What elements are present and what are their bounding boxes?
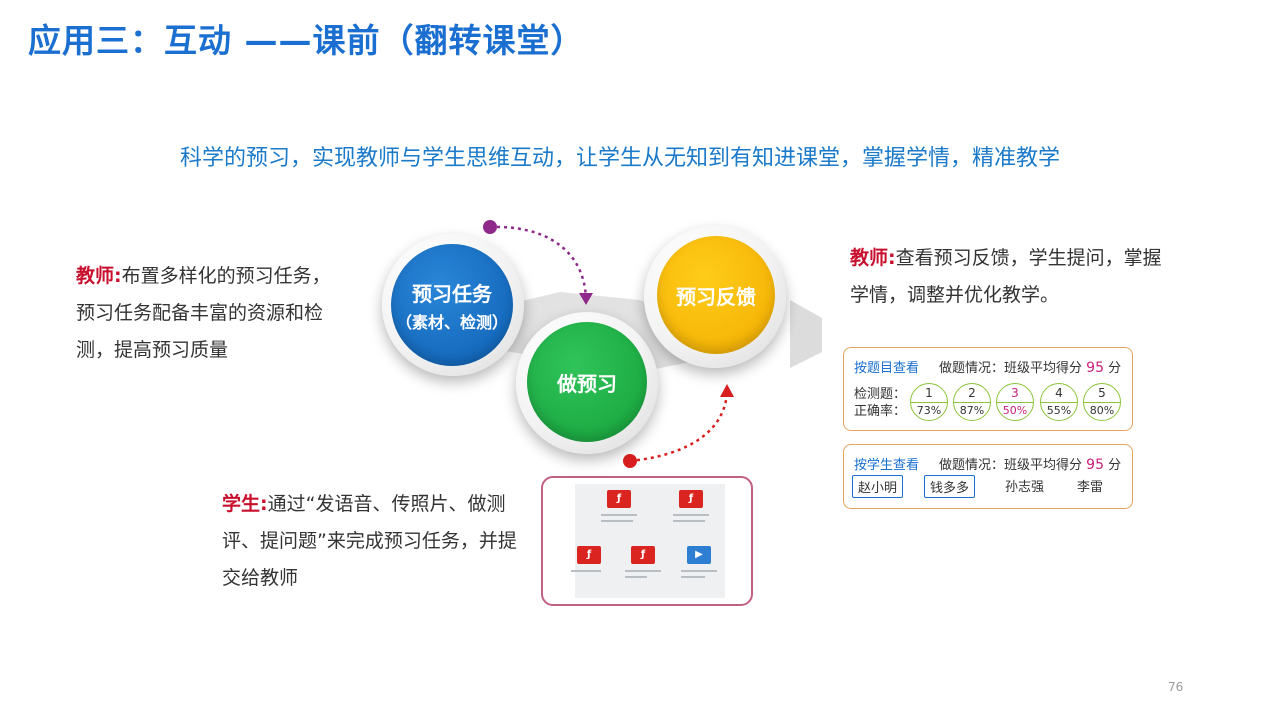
student-body: 通过“发语音、传照片、做测评、提问题”来完成预习任务，并提交给教师 xyxy=(222,493,517,589)
preview-task-sublabel: （素材、检测） xyxy=(395,312,508,332)
flash-resource-icon: ƒ xyxy=(577,546,601,564)
by-student-info-label: 做题情况：班级平均得分 xyxy=(939,458,1083,473)
app-screenshot: ƒ ƒ ƒ ƒ ▶ xyxy=(571,484,725,598)
by-question-score: 95 xyxy=(1086,360,1104,376)
arrow-task-to-do xyxy=(489,225,588,301)
question-number: 3 xyxy=(1011,386,1019,400)
question-rate: 50% xyxy=(1002,404,1028,417)
slide-subtitle: 科学的预习，实现教师与学生思维互动，让学生从无知到有知进课堂，掌握学情，精准教学 xyxy=(179,146,1060,171)
teacher-role-label-2: 教师: xyxy=(850,247,896,269)
question-circle[interactable]: 1 73% xyxy=(910,383,948,421)
by-student-unit: 分 xyxy=(1108,458,1122,473)
student-role-label: 学生: xyxy=(222,493,268,515)
by-student-tab[interactable]: 按学生查看 xyxy=(854,458,920,473)
by-student-panel: 按学生查看 做题情况：班级平均得分 95 分 赵小明 钱多多 孙志强 李雷 xyxy=(843,444,1133,509)
question-rate: 80% xyxy=(1089,404,1115,417)
question-number: 5 xyxy=(1098,386,1106,400)
connector-tail xyxy=(790,300,822,368)
by-question-info-label: 做题情况：班级平均得分 xyxy=(939,361,1083,376)
question-rate: 87% xyxy=(959,404,985,417)
flash-resource-icon: ƒ xyxy=(631,546,655,564)
circle-preview-feedback: 预习反馈 xyxy=(657,236,775,354)
app-screenshot-frame: ƒ ƒ ƒ ƒ ▶ xyxy=(541,476,753,606)
arrow-head-purple xyxy=(579,293,593,305)
teacher-task-text: 教师:布置多样化的预习任务，预习任务配备丰富的资源和检测，提高预习质量 xyxy=(76,258,338,369)
question-circle[interactable]: 2 87% xyxy=(953,383,991,421)
by-student-score: 95 xyxy=(1086,457,1104,473)
by-question-tab[interactable]: 按题目查看 xyxy=(854,361,920,376)
preview-feedback-label: 预习反馈 xyxy=(676,284,756,309)
teacher-feedback-text: 教师:查看预习反馈，学生提问，掌握学情，调整并优化教学。 xyxy=(850,240,1180,314)
page-number: 76 xyxy=(1168,680,1184,694)
question-rate: 55% xyxy=(1046,404,1072,417)
arrow-start-dot-purple xyxy=(483,220,497,234)
teacher-role-label: 教师: xyxy=(76,265,122,287)
question-circle[interactable]: 3 50% xyxy=(996,383,1034,421)
by-question-unit: 分 xyxy=(1108,361,1122,376)
arrow-head-red xyxy=(720,384,734,397)
question-number: 1 xyxy=(925,386,933,400)
by-question-panel: 按题目查看 做题情况：班级平均得分 95 分 检测题： 正确率： 1 73% 2… xyxy=(843,347,1133,431)
student-name-button[interactable]: 孙志强 xyxy=(1005,480,1045,495)
preview-task-label: 预习任务 xyxy=(412,281,492,306)
by-question-info: 做题情况：班级平均得分 95 分 xyxy=(939,357,1121,376)
question-circle[interactable]: 4 55% xyxy=(1040,383,1078,421)
question-rate: 73% xyxy=(916,404,942,417)
teacher-task-body: 布置多样化的预习任务，预习任务配备丰富的资源和检测，提高预习质量 xyxy=(76,265,331,361)
question-circle[interactable]: 5 80% xyxy=(1083,383,1121,421)
question-row-labels: 检测题： 正确率： xyxy=(854,386,906,420)
video-resource-icon: ▶ xyxy=(687,546,711,564)
by-student-info: 做题情况：班级平均得分 95 分 xyxy=(939,454,1121,473)
teacher-feedback-body: 查看预习反馈，学生提问，掌握学情，调整并优化教学。 xyxy=(850,247,1162,306)
student-name-button[interactable]: 钱多多 xyxy=(924,475,976,498)
student-name-button[interactable]: 赵小明 xyxy=(852,475,904,498)
slide-title: 应用三：互动 ——课前（翻转课堂） xyxy=(28,21,585,60)
question-row-label: 检测题： xyxy=(854,387,907,402)
accuracy-row-label: 正确率： xyxy=(854,404,907,419)
student-text: 学生:通过“发语音、传照片、做测评、提问题”来完成预习任务，并提交给教师 xyxy=(222,486,522,597)
circle-do-preview: 做预习 xyxy=(527,322,647,442)
circle-preview-task: 预习任务 （素材、检测） xyxy=(391,244,513,366)
arrow-start-dot-red xyxy=(623,454,637,468)
question-number: 2 xyxy=(968,386,976,400)
flash-resource-icon: ƒ xyxy=(607,490,631,508)
flash-resource-icon: ƒ xyxy=(679,490,703,508)
do-preview-label: 做预习 xyxy=(557,371,617,396)
student-name-button[interactable]: 李雷 xyxy=(1077,480,1104,495)
question-number: 4 xyxy=(1055,386,1063,400)
